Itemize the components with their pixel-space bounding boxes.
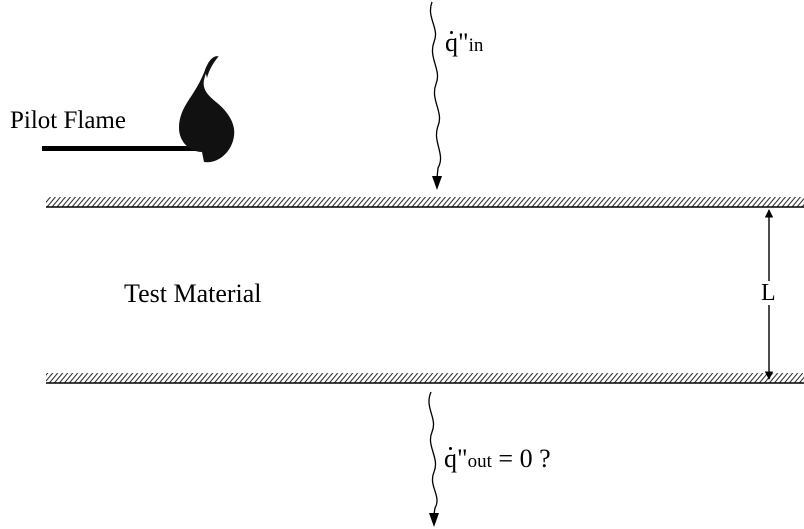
incoming-flux-wavy-line bbox=[429, 1, 442, 179]
flux-out-primes: " bbox=[457, 444, 468, 473]
flux-in-subscript: in bbox=[468, 35, 484, 56]
thickness-label: L bbox=[759, 280, 778, 306]
outgoing-flux-wavy-line bbox=[428, 391, 438, 515]
incoming-flux-arrowhead bbox=[432, 176, 442, 190]
flux-in-primes: " bbox=[458, 28, 469, 57]
flux-out-symbol: q bbox=[444, 444, 457, 473]
outgoing-heat-flux-label: q"out = 0 ? bbox=[444, 446, 551, 472]
incoming-heat-flux-label: q"in bbox=[445, 30, 483, 56]
outgoing-flux-arrowhead bbox=[429, 513, 439, 527]
pilot-flame-label: Pilot Flame bbox=[10, 107, 126, 134]
bottom-surface-hatch bbox=[46, 373, 804, 383]
flux-out-relation: = 0 ? bbox=[491, 444, 551, 473]
pilot-burner-tube bbox=[42, 146, 206, 151]
pilot-flame-icon bbox=[179, 56, 235, 163]
flux-in-symbol: q bbox=[445, 28, 458, 57]
pilot-flame-tip bbox=[205, 56, 219, 78]
top-surface-hatch bbox=[46, 197, 804, 207]
flux-out-subscript: out bbox=[467, 451, 492, 472]
test-material-label: Test Material bbox=[124, 279, 262, 308]
